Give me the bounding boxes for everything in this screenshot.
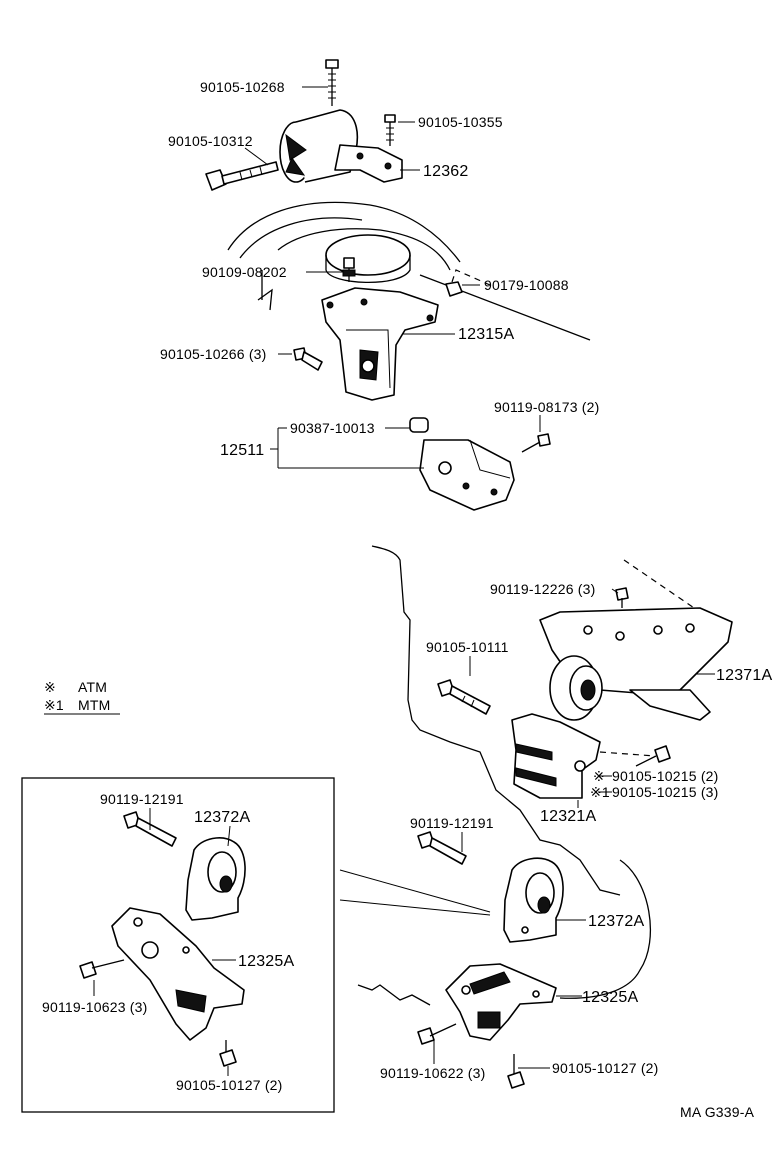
nut-90179-10088 (445, 269, 491, 297)
label-12511: 12511 (220, 442, 264, 459)
mtm-mark: ※1 (590, 784, 610, 800)
label-90109-08202: 90109-08202 (202, 264, 287, 280)
inset-bolt-90119-10623 (79, 959, 125, 979)
mount-bracket-12371A (539, 607, 733, 721)
label-90179-10088: 90179-10088 (484, 277, 569, 293)
inset-bolt-90105-10127 (219, 1040, 237, 1067)
legend-atm-text: ATM (78, 679, 107, 695)
leader-lines-top (244, 86, 541, 469)
label-90105-10266: 90105-10266 (3) (160, 346, 267, 362)
bracket-12321A (511, 713, 656, 799)
label-90105-10268: 90105-10268 (200, 79, 285, 95)
bolt-90105-10355 (384, 114, 396, 146)
inset-leader-lines (93, 808, 236, 1076)
label-12315A: 12315A (458, 326, 514, 343)
bolt-90119-12226 (615, 559, 701, 613)
diagram-code: MA G339-A (680, 1104, 755, 1120)
label-12372A: 12372A (588, 913, 644, 930)
label-90119-12191: 90119-12191 (410, 815, 494, 831)
bolt-90119-10622 (417, 1023, 457, 1045)
label-12362: 12362 (423, 163, 469, 180)
label-90105-10215-mtm: 90105-10215 (3) (612, 784, 719, 800)
label-90105-10127: 90105-10127 (2) (552, 1060, 659, 1076)
part-labels: 90105-10268 90105-10355 90105-10312 1236… (42, 79, 772, 1093)
inset-frame (21, 777, 335, 1113)
label-90119-08173: 90119-08173 (2) (494, 399, 599, 415)
bolt-90105-10215 (635, 745, 671, 767)
leader-lines-lower (339, 588, 715, 1069)
label-90105-10355: 90105-10355 (418, 114, 503, 130)
bolt-90105-10268 (325, 59, 339, 106)
legend: ※ ATM ※1 MTM (44, 679, 120, 715)
legend-atm-symbol: ※ (44, 679, 56, 695)
stud-90109-08202 (342, 257, 356, 282)
label-90119-10622: 90119-10622 (3) (380, 1065, 485, 1081)
label-12371A: 12371A (716, 667, 772, 684)
bolt-90105-10127-lower (507, 1054, 525, 1089)
inset-label-90119-12191: 90119-12191 (100, 791, 184, 807)
label-90119-12226: 90119-12226 (3) (490, 581, 595, 597)
mount-insulator-12362 (279, 109, 403, 183)
atm-mark: ※ (593, 768, 605, 784)
bracket-12325A-lower (445, 963, 557, 1041)
inset-label-90105-10127: 90105-10127 (2) (176, 1077, 283, 1093)
inset-label-90119-10623: 90119-10623 (3) (42, 999, 147, 1015)
bolt-90105-10111 (437, 679, 491, 715)
mount-insulator-12372A (503, 857, 564, 943)
bracket-12315A (321, 287, 439, 401)
legend-mtm-text: MTM (78, 697, 110, 713)
label-90105-10111: 90105-10111 (426, 639, 509, 655)
bracket-12511 (409, 417, 515, 511)
inset-bolt-90119-12191 (123, 811, 177, 847)
label-12325A: 12325A (582, 989, 638, 1006)
inset-label-12325A: 12325A (238, 953, 294, 970)
label-90105-10312: 90105-10312 (168, 133, 253, 149)
bolt-90119-08173 (521, 433, 551, 453)
bolt-90119-12191-lower (417, 831, 467, 865)
bolt-90105-10266 (293, 347, 323, 371)
legend-mtm-symbol: ※1 (44, 697, 64, 713)
transmission-outline (357, 545, 652, 1006)
label-12321A: 12321A (540, 808, 596, 825)
inset-bracket-12325A (111, 907, 245, 1041)
inset-mount-insulator-12372A (185, 837, 246, 921)
label-90387-10013: 90387-10013 (290, 420, 375, 436)
inset-label-12372A: 12372A (194, 809, 250, 826)
bolt-90105-10312 (205, 161, 279, 191)
label-90105-10215-atm: 90105-10215 (2) (612, 768, 719, 784)
